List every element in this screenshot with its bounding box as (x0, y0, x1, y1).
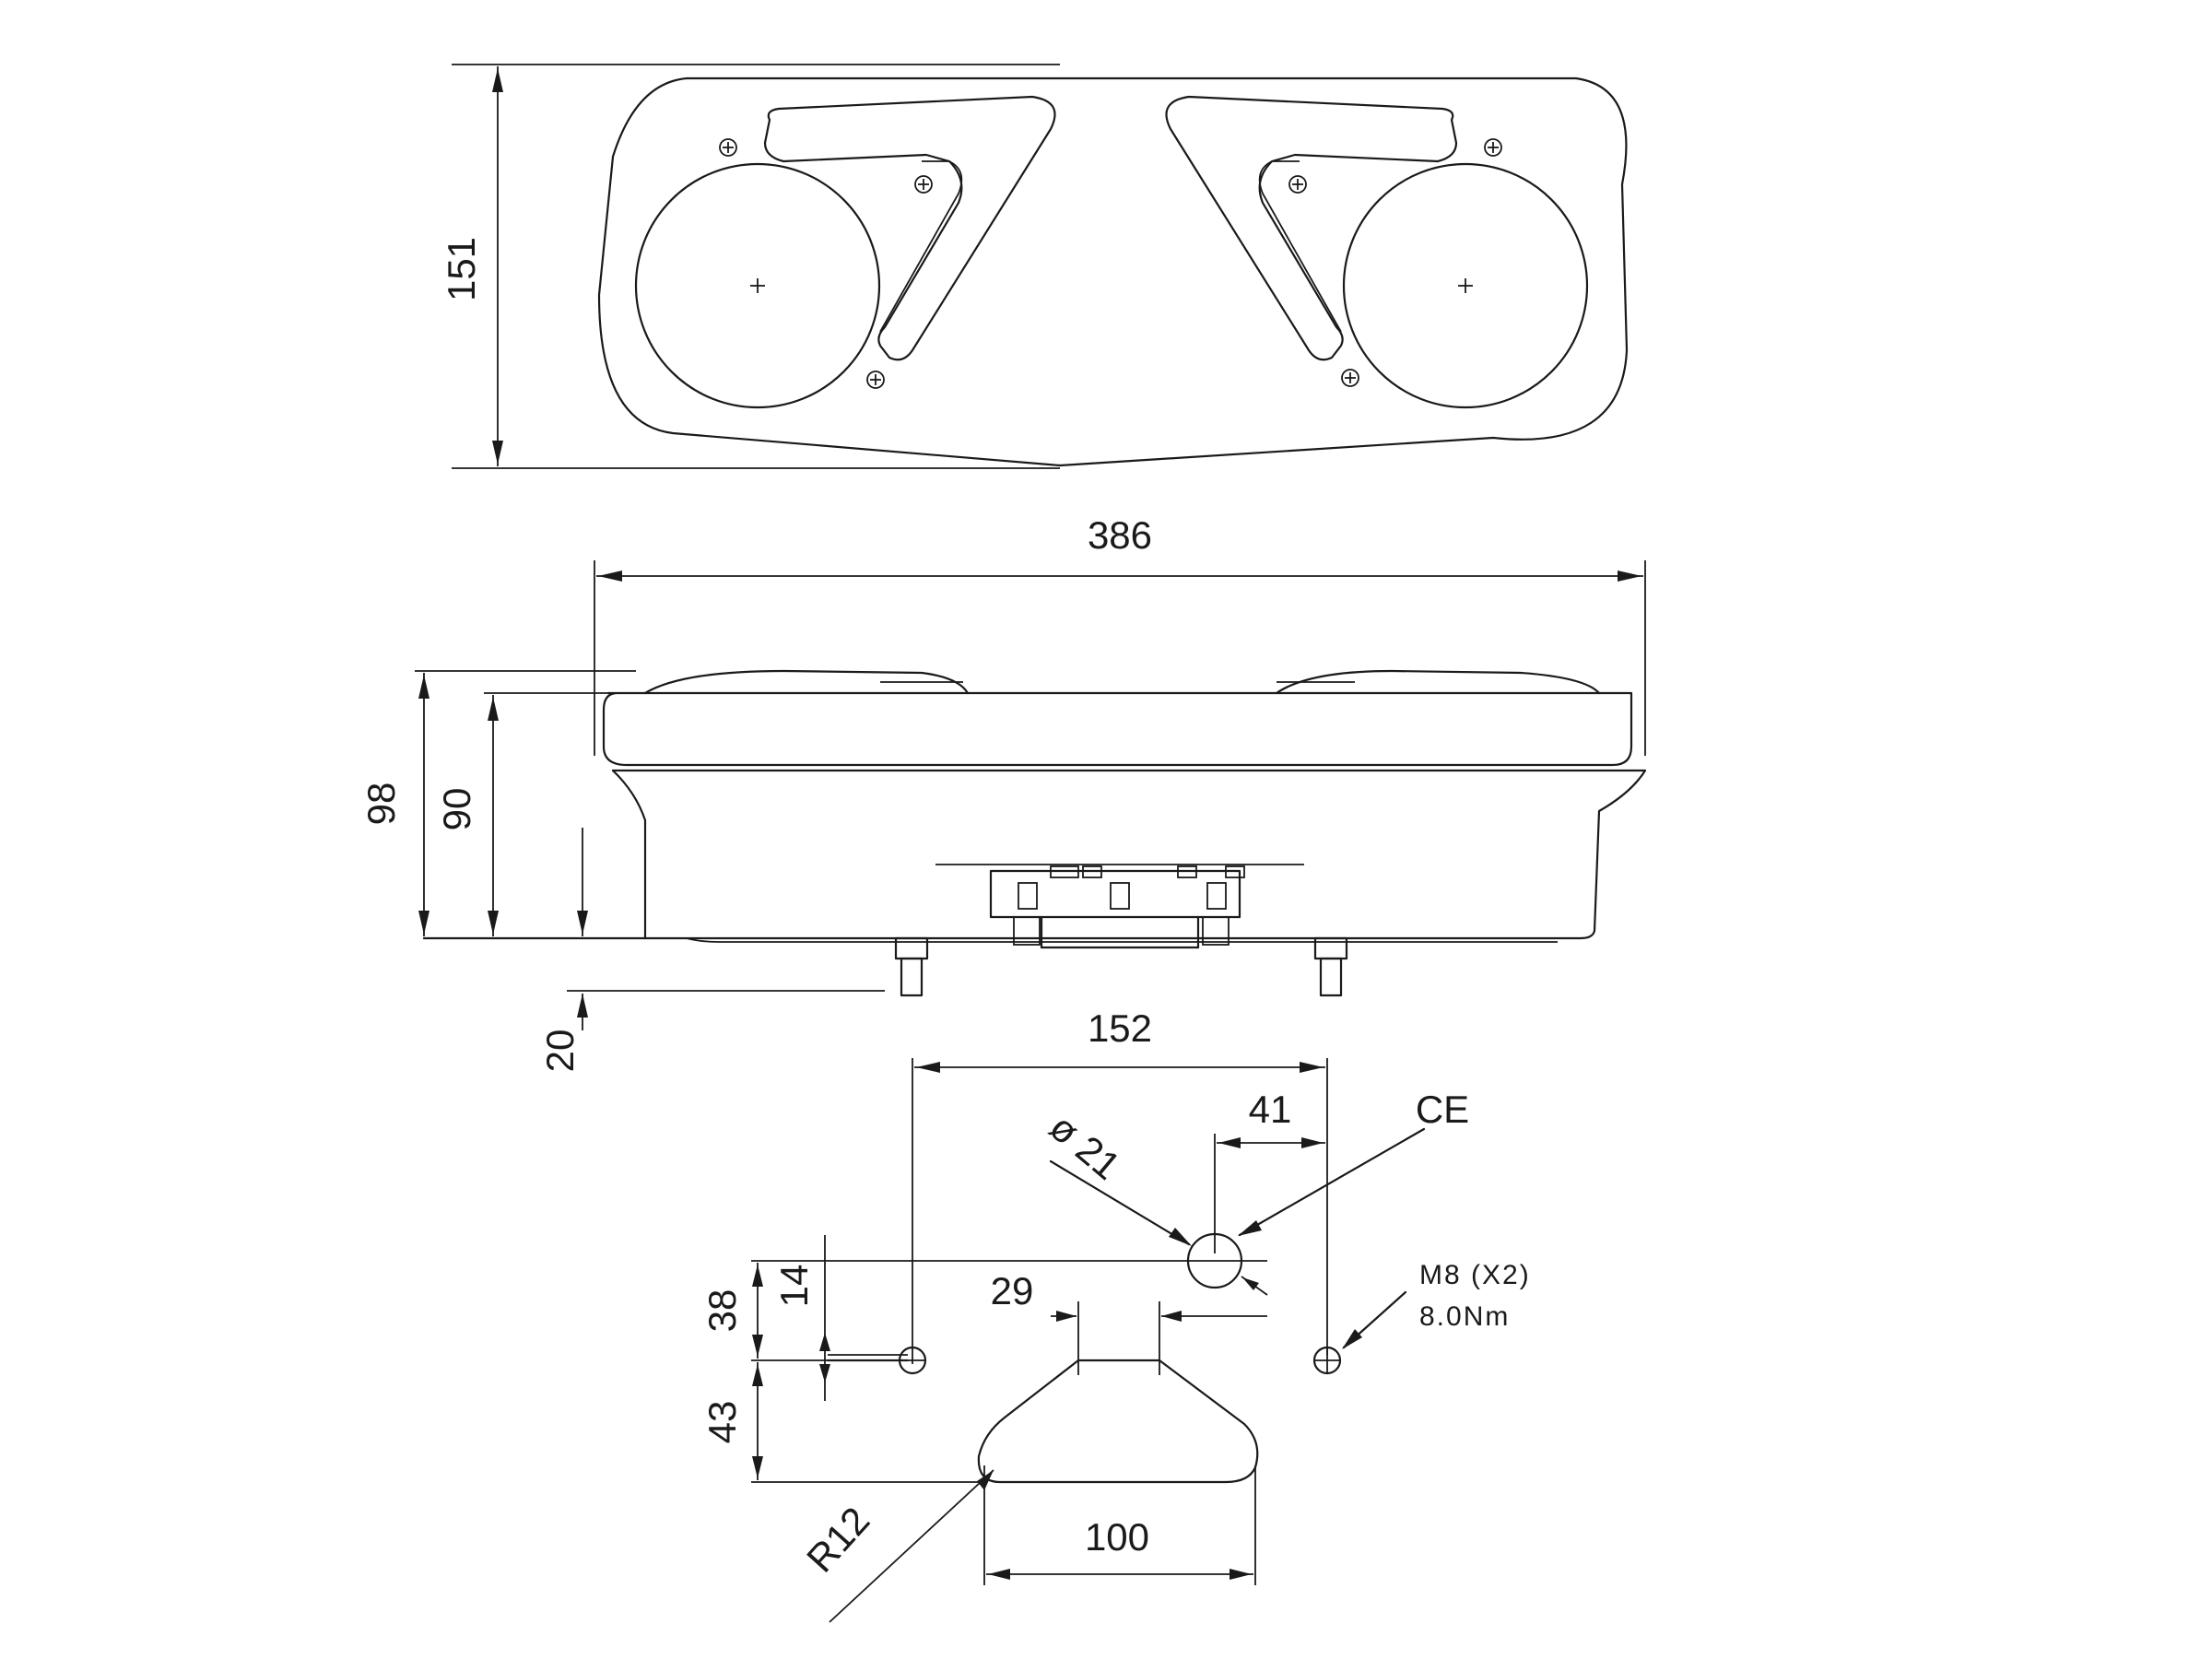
right-reflector-inner (1258, 160, 1342, 333)
top-view: 151 (440, 64, 1629, 469)
left-lens (634, 162, 881, 409)
mounting-template: 152 41 ø 21 CE M8 (X2) 8.0Nm (700, 1006, 1531, 1623)
total-height-dimension-98: 98 (359, 782, 403, 826)
lamp-outline-top (597, 76, 1629, 467)
hole-offset-dimension-41: 41 (1249, 1088, 1292, 1131)
left-reflector (763, 95, 1056, 361)
torque-spec-label: 8.0Nm (1419, 1301, 1510, 1332)
lamp-body-side (602, 691, 1633, 767)
side-view: 386 (359, 513, 1647, 1073)
connector-block (935, 864, 1304, 949)
screw-icon (1288, 175, 1307, 194)
base-width-dimension-100: 100 (1085, 1515, 1149, 1559)
screw-icon (1484, 138, 1502, 157)
base-height-dimension-43: 43 (700, 1401, 744, 1444)
small-offset-dimension-14: 14 (772, 1265, 816, 1308)
notch-width-dimension-29: 29 (991, 1269, 1034, 1312)
screw-icon (719, 138, 737, 157)
height-dimension-151: 151 (440, 237, 483, 301)
hole-vertical-dimension-38: 38 (700, 1289, 744, 1333)
screw-icon (1341, 369, 1359, 387)
stud-length-dimension-20: 20 (538, 1030, 582, 1073)
width-dimension-386: 386 (1088, 513, 1152, 557)
stud-spacing-dimension-152: 152 (1088, 1006, 1152, 1050)
base-plate-outline (977, 1359, 1259, 1484)
left-lens-center-mark (750, 278, 765, 293)
stud-spec-label: M8 (X2) (1419, 1260, 1531, 1290)
right-reflector (1165, 95, 1458, 361)
hole-diameter-label: ø 21 (1041, 1105, 1129, 1188)
mounting-stud-right (1313, 936, 1348, 997)
screw-icon (866, 371, 885, 389)
right-lens-center-mark (1458, 278, 1473, 293)
ce-mark-label: CE (1416, 1088, 1469, 1131)
mounting-stud-left (894, 936, 929, 997)
body-height-dimension-90: 90 (435, 788, 478, 831)
left-reflector-inner (879, 160, 963, 333)
screw-icon (914, 175, 933, 194)
right-lens (1342, 162, 1589, 409)
radius-dimension-r12: R12 (798, 1499, 877, 1581)
